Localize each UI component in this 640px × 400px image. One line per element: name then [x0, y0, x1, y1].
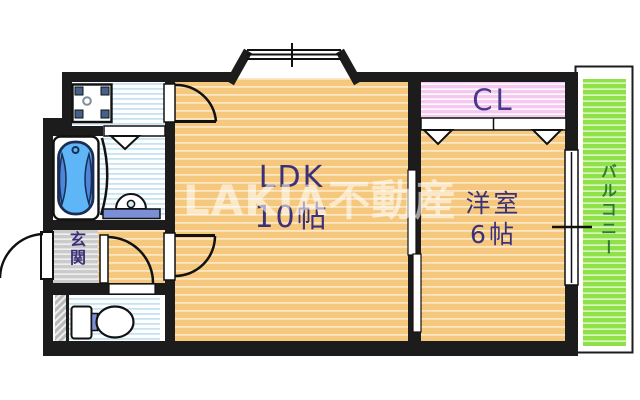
pipe-space-hatch — [55, 295, 66, 341]
sliding-door — [407, 169, 422, 333]
fixtures — [52, 83, 161, 340]
openings — [0, 83, 592, 333]
entrance-door-leaf — [40, 231, 54, 280]
toilet — [70, 305, 135, 340]
floor-entrance — [53, 230, 98, 283]
washroom-door-jamb — [163, 83, 176, 123]
floor-closet — [421, 82, 566, 118]
bathroom-door — [99, 137, 109, 216]
walls — [43, 72, 578, 356]
bathtub — [52, 135, 100, 221]
floor-hallway — [98, 230, 165, 283]
bay-window-interior — [233, 51, 355, 78]
ldk-door-jamb — [163, 232, 176, 281]
bay-window — [226, 43, 362, 86]
floor-bedroom — [421, 128, 566, 341]
balcony-window — [552, 149, 592, 286]
wash-basin — [102, 193, 161, 220]
toilet-door-leaf — [99, 234, 109, 284]
balcony-deck — [583, 79, 626, 346]
bay-window-glass — [247, 43, 341, 67]
floor-ldk — [175, 77, 408, 341]
entrance-door-swing — [0, 232, 44, 279]
washroom-folding-door — [103, 125, 166, 151]
closet-folding-door — [420, 117, 567, 146]
washroom-door-swing — [174, 83, 218, 122]
toilet-door-swing — [108, 235, 155, 284]
balcony — [574, 65, 634, 354]
toilet-doorway — [108, 283, 156, 295]
washing-machine-pan — [71, 83, 113, 124]
ldk-door-swing — [174, 235, 217, 278]
